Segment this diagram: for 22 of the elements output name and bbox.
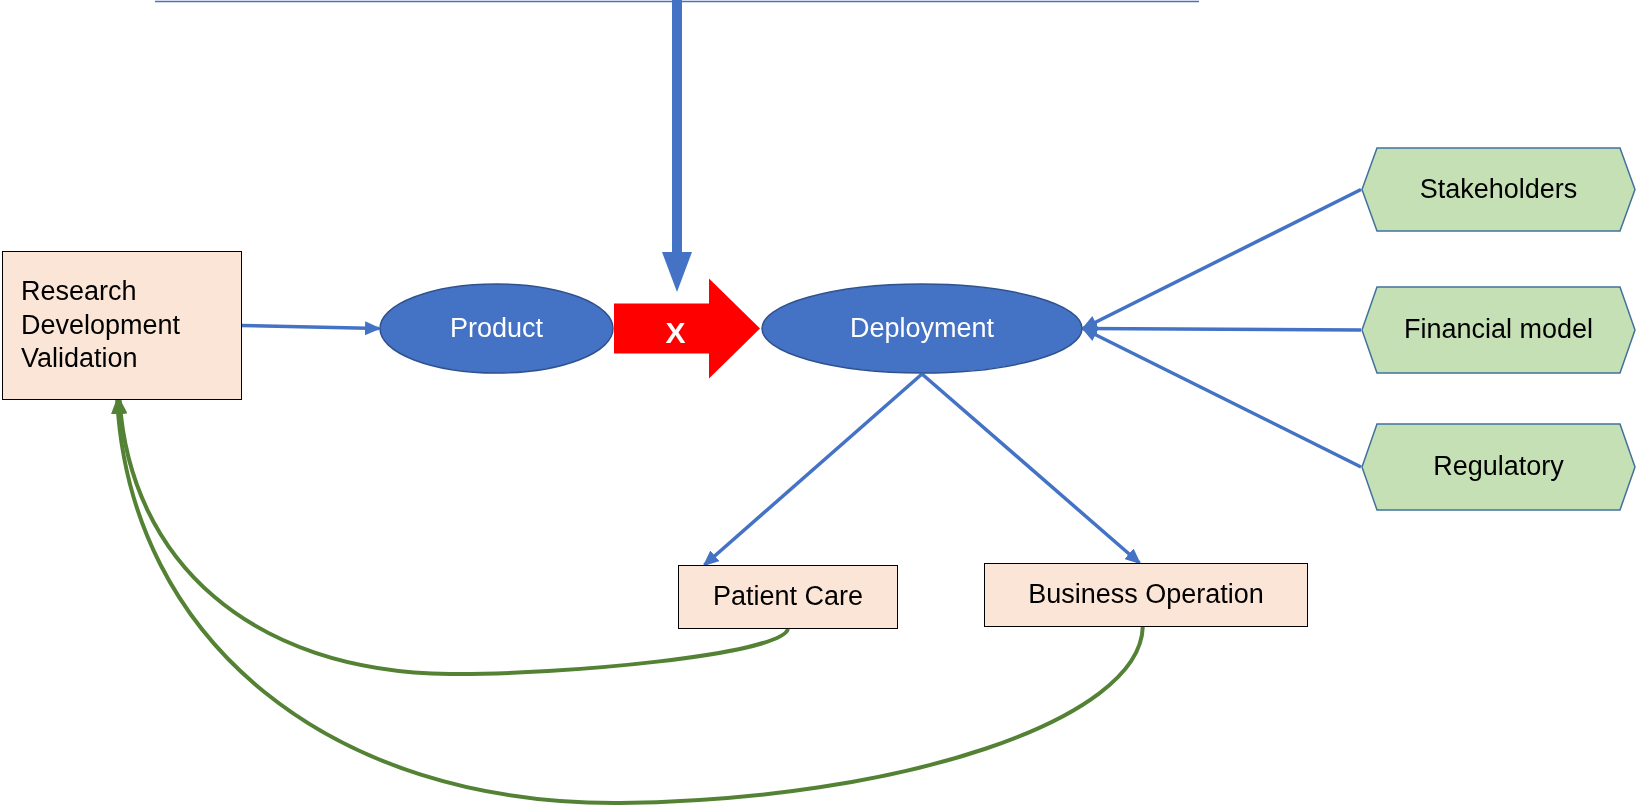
process-box (984, 563, 1308, 627)
node-label: Business Operation (1028, 578, 1264, 612)
process-ellipse (379, 283, 614, 374)
factor-hexagon (1361, 147, 1636, 232)
process-ellipse (761, 283, 1083, 374)
node-label: Patient Care (712, 580, 864, 614)
arrow (241, 321, 381, 336)
factor-hexagon (1361, 423, 1636, 511)
process-box (678, 565, 898, 629)
node-label: Deployment (849, 311, 995, 345)
node-label: Financial model (1403, 313, 1594, 347)
process-box (2, 251, 242, 400)
factor-hexagon (1361, 286, 1636, 374)
edge-label: X (665, 315, 686, 350)
curved-arrow (111, 398, 1145, 805)
node-label: Research Development Validation (21, 274, 182, 376)
node-label: Regulatory (1433, 450, 1564, 484)
arrow (920, 372, 1142, 565)
node-label: Product (449, 311, 544, 345)
arrow (702, 372, 924, 567)
block-arrow (614, 278, 760, 379)
node-label: Stakeholders (1419, 172, 1578, 206)
